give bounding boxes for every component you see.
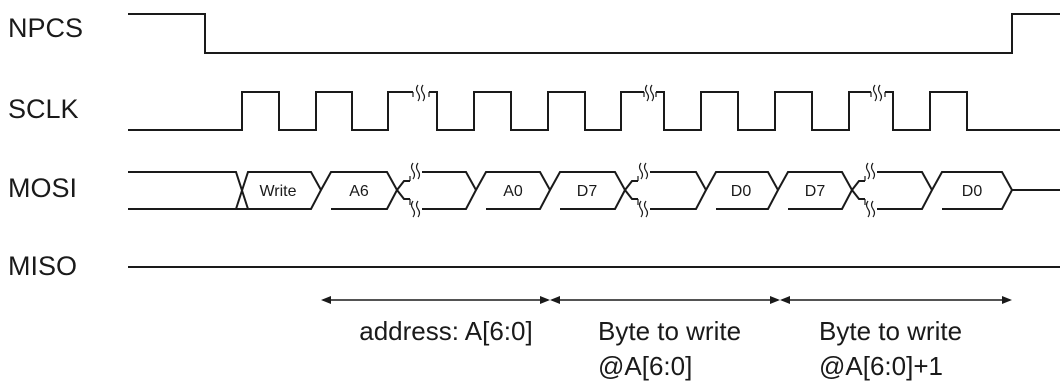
mosi-cell-d7-first: D7: [577, 183, 598, 200]
span-label-byte2-line1: Byte to write: [819, 316, 962, 346]
sclk-waveform-detail: [128, 91, 1060, 131]
span-arrow-address: [321, 296, 550, 304]
mosi-cell-write: Write: [259, 183, 296, 200]
span-label-byte2-line2: @A[6:0]+1: [819, 351, 943, 381]
mosi-cell-a6: A6: [349, 183, 369, 200]
span-arrow-byte1: [550, 296, 780, 304]
mosi-bus-waveform: [128, 171, 1060, 210]
sclk-break-marks: [412, 84, 886, 102]
span-label-address: address: A[6:0]: [359, 316, 532, 346]
mosi-cell-d0-second: D0: [962, 183, 983, 200]
mosi-break-marks: [409, 162, 876, 218]
signal-label-mosi: MOSI: [8, 173, 77, 203]
signal-label-sclk: SCLK: [8, 94, 79, 124]
npcs-waveform: [128, 13, 1060, 54]
span-label-byte1-line2: @A[6:0]: [598, 351, 692, 381]
span-label-byte1-line1: Byte to write: [598, 316, 741, 346]
signal-label-miso: MISO: [8, 251, 77, 281]
signal-label-npcs: NPCS: [8, 13, 83, 43]
mosi-cell-d7-second: D7: [805, 183, 826, 200]
span-arrow-byte2: [780, 296, 1012, 304]
mosi-cell-a0: A0: [503, 183, 523, 200]
mosi-cell-d0-first: D0: [731, 183, 752, 200]
